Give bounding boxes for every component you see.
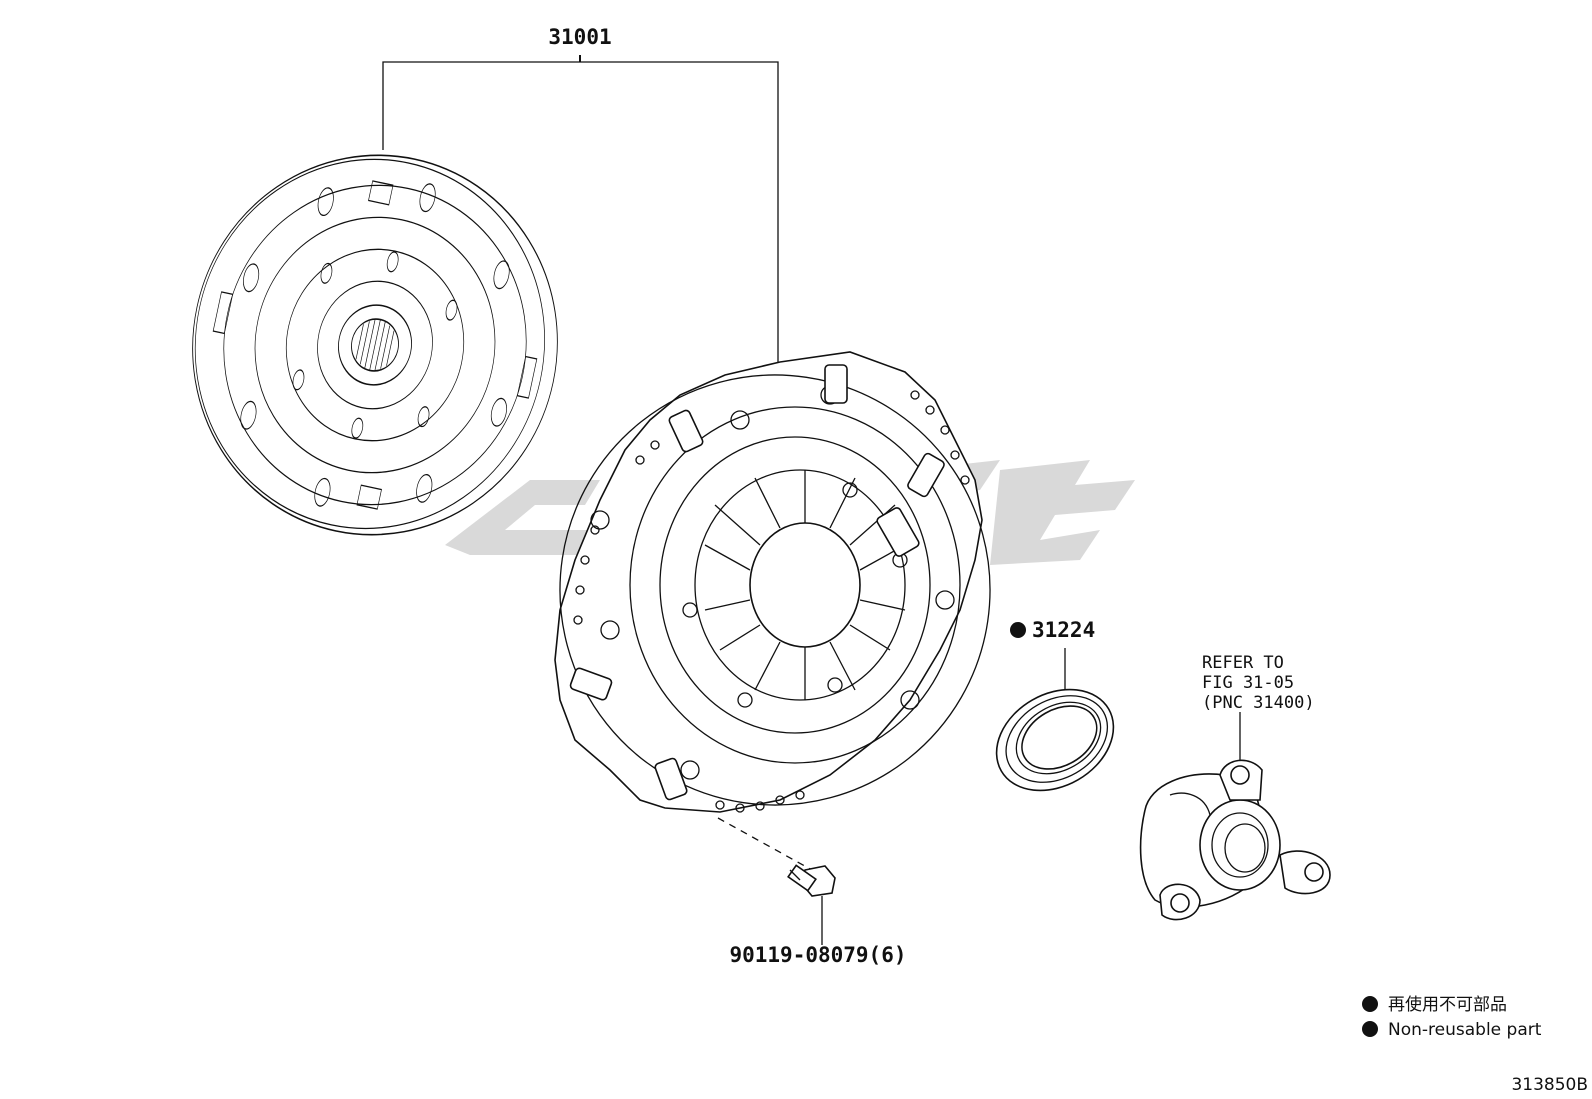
part-number-bolt[interactable]: 90119-08079(6) — [729, 943, 906, 967]
release-bearing[interactable] — [1139, 759, 1331, 921]
refer-note-line3[interactable]: (PNC 31400) — [1202, 693, 1315, 713]
part-number-31001[interactable]: 31001 — [548, 25, 611, 49]
legend-en: Non-reusable part — [1388, 1020, 1542, 1040]
diaphragm-fingers — [704, 470, 906, 700]
legend-bullet-en — [1362, 1021, 1378, 1037]
cover-bolt-holes — [590, 385, 955, 780]
part-number-31224[interactable]: 31224 — [1032, 618, 1095, 642]
oil-seal[interactable] — [978, 669, 1131, 811]
callout-bracket-31001 — [382, 55, 779, 368]
clutch-disc[interactable] — [157, 121, 592, 568]
refer-note-line1[interactable]: REFER TO — [1202, 653, 1284, 673]
cover-lugs — [569, 364, 945, 801]
bolt-leader-dashed — [717, 817, 813, 871]
refer-note-line2[interactable]: FIG 31-05 — [1202, 673, 1294, 693]
bolt[interactable] — [787, 864, 836, 897]
figure-number: 313850B — [1511, 1075, 1588, 1095]
non-reusable-marker-31224 — [1010, 622, 1026, 638]
legend-jp: 再使用不可部品 — [1388, 994, 1507, 1015]
legend-bullet-jp — [1362, 996, 1378, 1012]
pressure-plate-body — [559, 374, 991, 806]
legend: 再使用不可部品 Non-reusable part — [1362, 994, 1542, 1040]
cover-edge-dots — [573, 390, 970, 813]
clutch-cover[interactable] — [481, 296, 1068, 883]
